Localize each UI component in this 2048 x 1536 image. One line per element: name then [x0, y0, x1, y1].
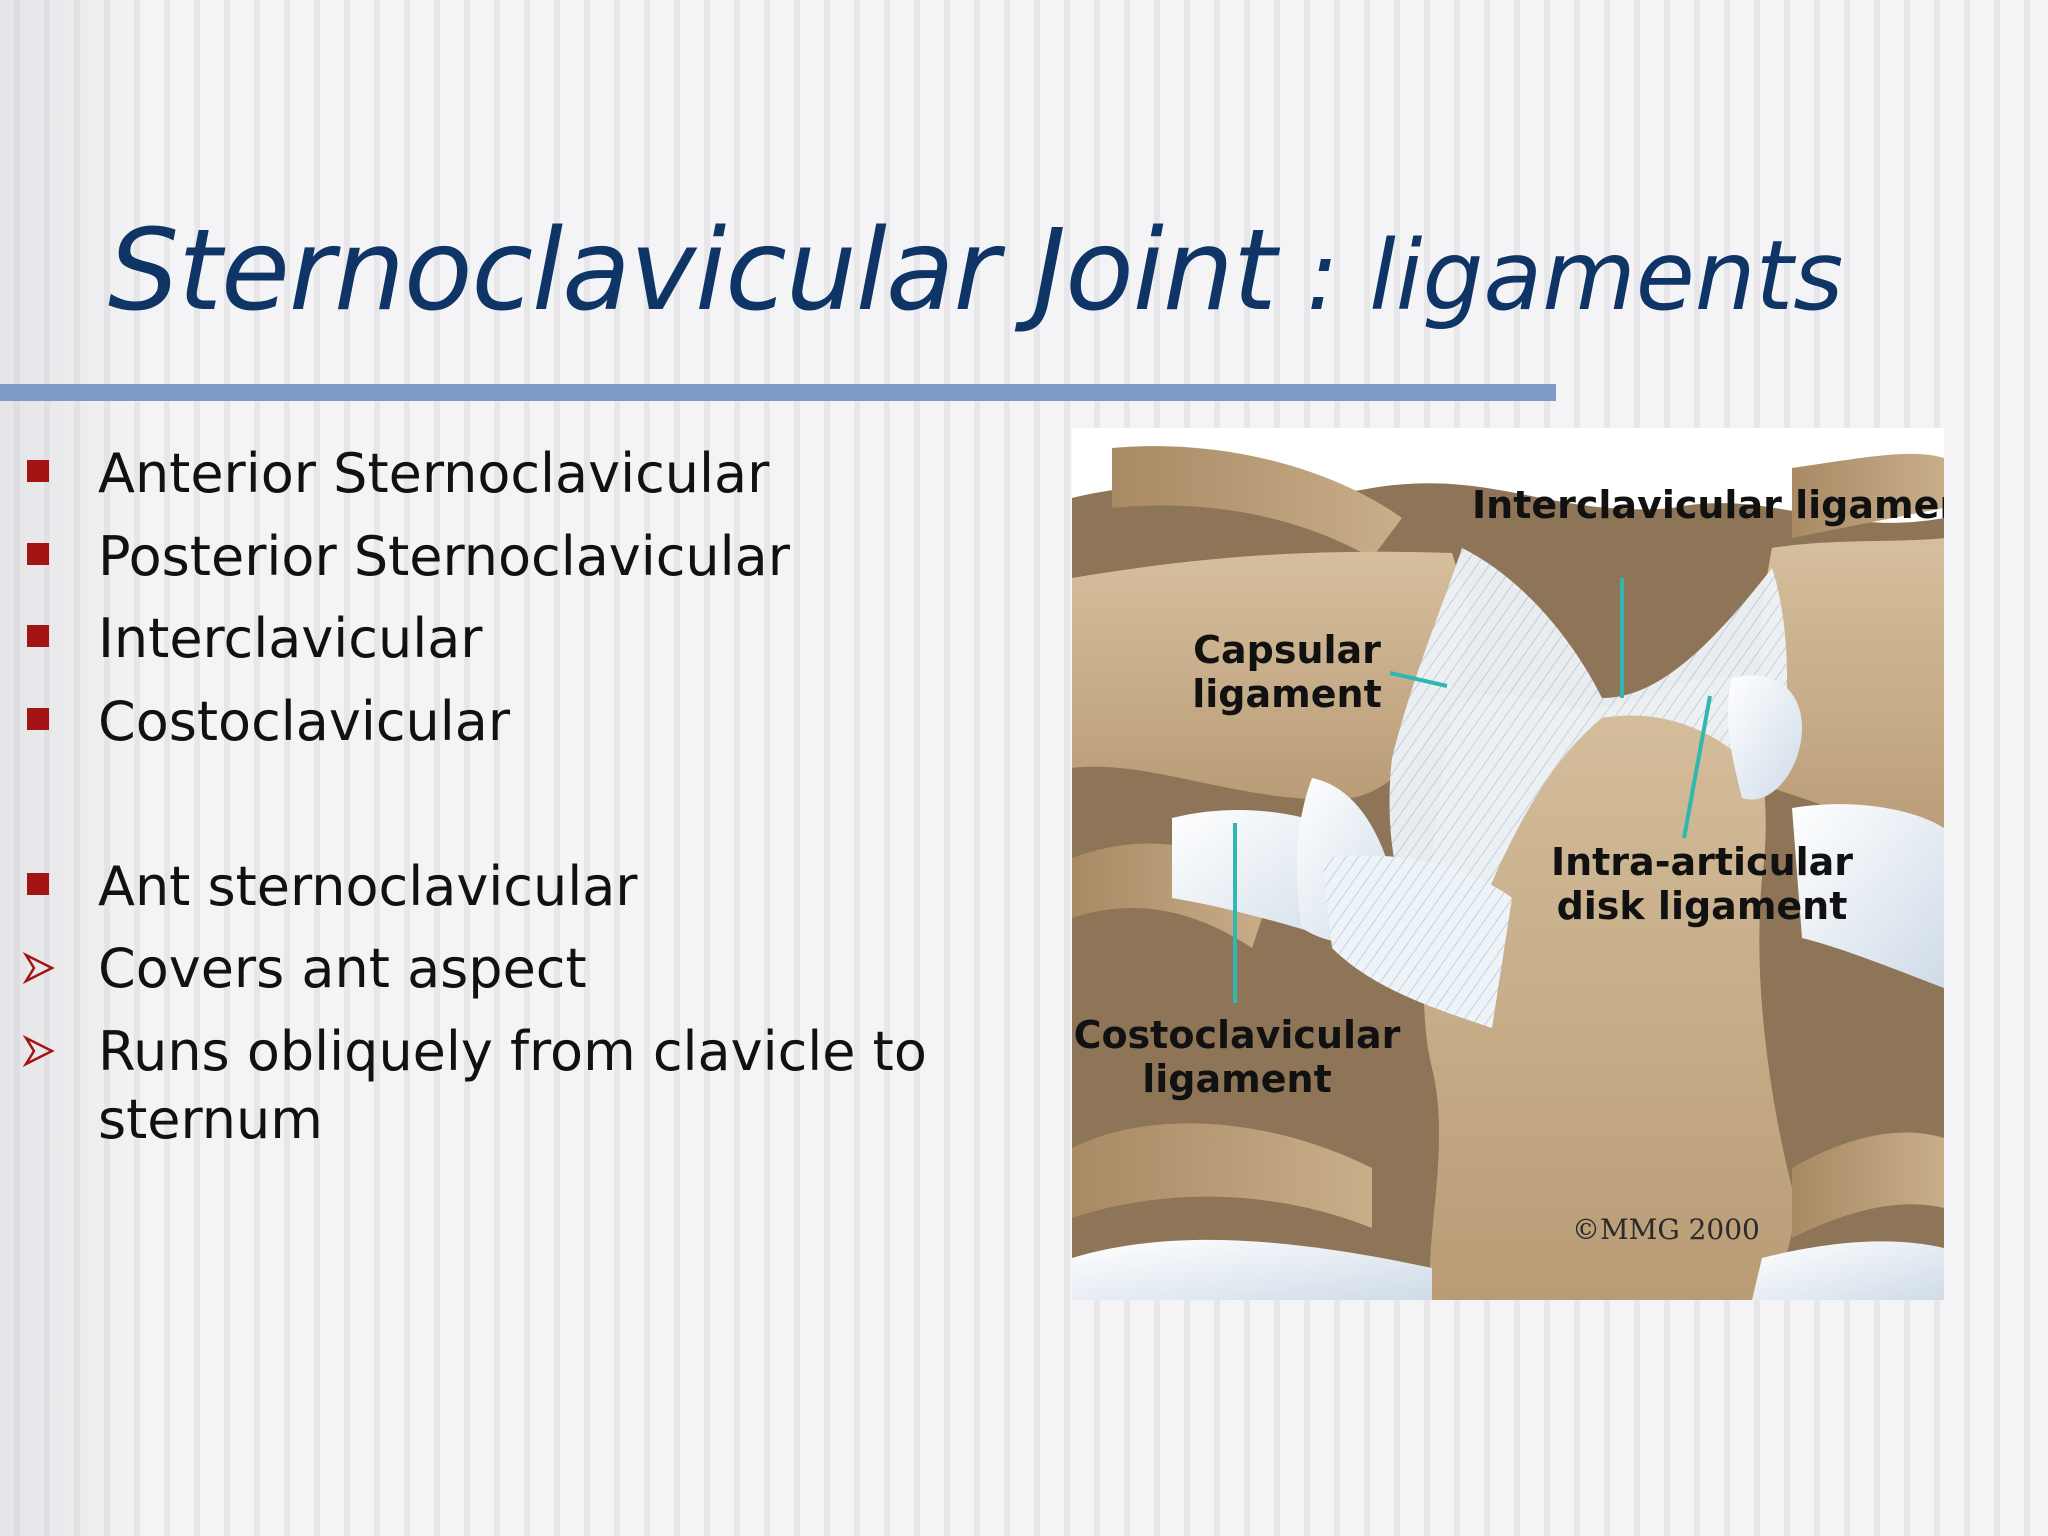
- arrow-bullet-icon: [22, 951, 55, 985]
- bullet-text: Costoclavicular: [98, 690, 511, 753]
- label-intra-articular: Intra-articular disk ligament: [1550, 840, 1854, 928]
- bullet-text: Ant sternoclavicular: [98, 855, 638, 918]
- arrow-bullet-icon: [22, 1034, 55, 1068]
- figure-copyright: ©MMG 2000: [1572, 1213, 1760, 1246]
- title-suffix: : ligaments: [1306, 220, 1844, 332]
- label-capsular: Capsular ligament: [1192, 628, 1382, 716]
- anatomy-illustration: Interclavicular ligament Capsular ligame…: [1072, 428, 1944, 1300]
- background-shade: [0, 0, 150, 1536]
- capsular-pointer: [1389, 671, 1448, 688]
- bullet-text: Runs obliquely from clavicle to sternum: [98, 1020, 927, 1151]
- slide-title: Sternoclavicular Joint : ligaments: [108, 215, 1843, 327]
- bullet-text: Posterior Sternoclavicular: [98, 525, 790, 588]
- square-bullet-icon: [27, 873, 49, 895]
- bullet-text: Anterior Sternoclavicular: [98, 442, 770, 505]
- square-bullet-icon: [27, 625, 49, 647]
- bullet-text: Covers ant aspect: [98, 937, 587, 1000]
- bullet-list: Anterior Sternoclavicular Posterior Ster…: [22, 442, 927, 1151]
- square-bullet-icon: [27, 460, 49, 482]
- title-underline: [0, 384, 1556, 401]
- square-bullet-icon: [27, 708, 49, 730]
- label-interclavicular: Interclavicular ligament: [1472, 483, 1944, 527]
- intra-articular-pointer: [1682, 695, 1712, 839]
- title-main: Sternoclavicular Joint: [108, 206, 1277, 336]
- label-costoclavicular: Costoclavicular ligament: [1073, 1013, 1401, 1101]
- sternoclavicular-joint-drawing: [1072, 428, 1944, 1300]
- bullet-text: Interclavicular: [98, 607, 483, 670]
- square-bullet-icon: [27, 543, 49, 565]
